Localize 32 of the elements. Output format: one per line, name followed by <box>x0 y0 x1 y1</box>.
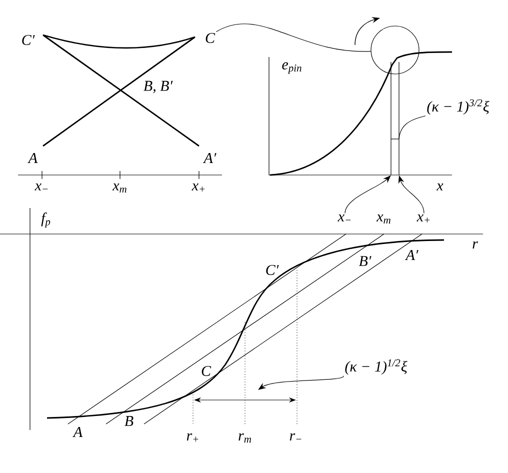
formula-label: x$_{+}$ <box>416 214 430 222</box>
tick-label: x$_{m}$ <box>376 214 390 224</box>
tick-label: r$_{+}$ <box>186 433 198 442</box>
axis-label: r <box>472 241 478 249</box>
tick-label: x$_{−}$ <box>34 183 48 190</box>
formula-label: x$_{−}$ <box>338 214 351 222</box>
formula-label: (κ − 1)$^{3/2}$ξ <box>427 99 490 115</box>
axis-label: f$_{p}$ <box>41 212 50 228</box>
vertical-line <box>398 62 400 176</box>
point-label: A <box>28 153 38 163</box>
formula-label: (κ − 1)$^{1/2}$ξ <box>345 359 408 375</box>
axis-label: x <box>436 184 444 190</box>
point-label: C′ <box>266 264 279 276</box>
tick-label: r$_{−}$ <box>290 433 302 440</box>
point-label: A <box>72 427 83 437</box>
point-label: A′ <box>202 153 216 163</box>
axis-label: e$_{pin}$ <box>282 62 302 74</box>
tick-label: x$_{m}$ <box>112 183 126 193</box>
zoom-circle <box>370 26 420 74</box>
vertical-line <box>390 62 392 176</box>
tick-label: r$_{m}$ <box>238 433 252 443</box>
point-label: C′ <box>22 34 35 46</box>
leader-line <box>216 24 372 52</box>
leader-line <box>398 116 426 140</box>
point-label: B <box>124 416 134 426</box>
point-label: C <box>202 366 212 376</box>
formula-label: C <box>206 32 216 44</box>
tick-label: x$_{+}$ <box>192 183 205 192</box>
point-label: A′ <box>404 250 418 260</box>
arrow <box>258 376 344 390</box>
point-label: B′ <box>358 256 372 266</box>
point-label: B, B′ <box>144 80 173 94</box>
